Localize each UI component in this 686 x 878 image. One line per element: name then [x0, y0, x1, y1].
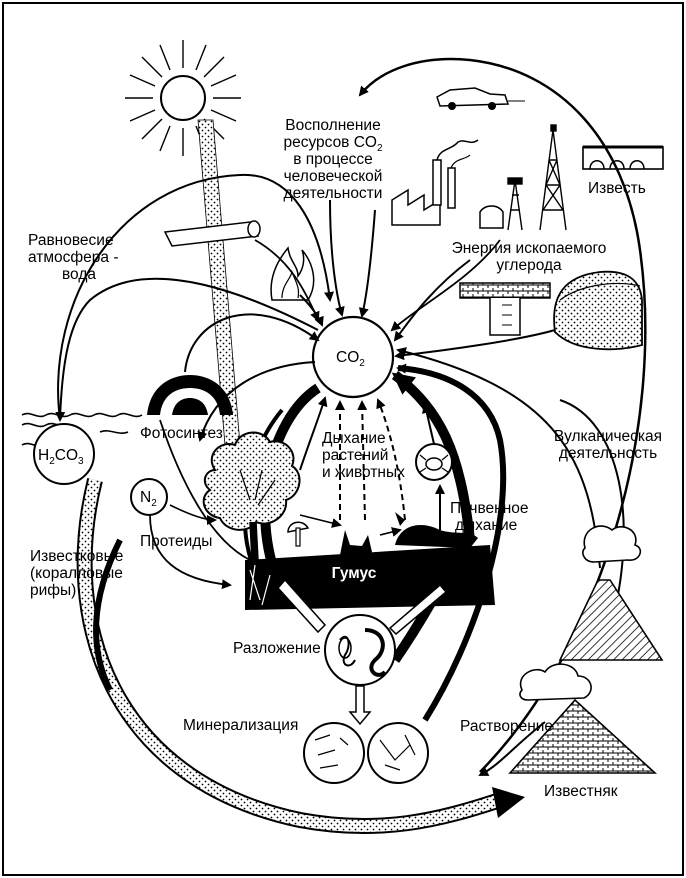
decomp-in-arrow-right — [388, 583, 448, 636]
tree-to-co2-arrow — [299, 396, 328, 471]
mushroom-icon — [287, 521, 310, 547]
volcanic-label: Вулканическая деятельность — [554, 428, 662, 462]
animal-to-animal-arrow — [379, 527, 402, 537]
svg-text:дыхание: дыхание — [455, 517, 517, 534]
limestone-label: Известняк — [544, 783, 618, 800]
humus-box: Гумус — [317, 560, 391, 584]
co2-to-photosynthesis-arrow — [197, 361, 316, 442]
volcano-icon — [558, 525, 664, 661]
lime-kiln-icon — [582, 145, 664, 170]
insect-to-co2-arrow — [421, 403, 435, 445]
human-to-co2-arrow-2 — [358, 209, 376, 318]
fallen-log-icon — [163, 220, 261, 247]
mound-to-co2-arrow — [184, 313, 320, 373]
h2co3-label: H2CO3 — [38, 447, 84, 467]
oil-derrick-icon — [507, 124, 567, 231]
svg-text:углерода: углерода — [496, 257, 562, 274]
n2-node: N2 — [130, 478, 168, 516]
svg-text:человеческой: человеческой — [284, 168, 383, 185]
svg-text:Дыхание: Дыхание — [322, 430, 386, 447]
car-icon — [436, 87, 525, 110]
factory-icon — [391, 139, 504, 229]
tree-to-animal-arrow — [299, 514, 342, 528]
soil-respiration-label: Почвенное дыхание — [450, 500, 529, 534]
equilibrium-label: Равновесие атмосфера - вода — [28, 232, 119, 283]
svg-text:рифы): рифы) — [30, 582, 76, 599]
svg-text:деятельности: деятельности — [284, 185, 383, 202]
svg-text:растений: растений — [322, 447, 388, 464]
industry-to-co2-arrow — [390, 239, 501, 332]
n2-label: N2 — [140, 489, 157, 509]
n2-to-tree-arrow — [169, 504, 217, 525]
photosynthesis-label: Фотосинтез — [140, 425, 223, 442]
sun-icon — [125, 40, 241, 156]
co2-node: CO2 — [311, 315, 395, 399]
fossil-strata-icon — [459, 282, 551, 336]
h2co3-node: H2CO3 — [33, 423, 95, 485]
co2-label: CO2 — [336, 349, 365, 369]
log-to-co2-arrow — [254, 239, 320, 322]
humus-label: Гумус — [332, 565, 377, 582]
svg-text:ресурсов CO2: ресурсов CO2 — [283, 134, 383, 154]
fossil-energy-label: Энергия ископаемого углерода — [452, 240, 607, 274]
respiration-arrow-3 — [376, 398, 406, 521]
svg-text:Равновесие: Равновесие — [28, 232, 114, 249]
dissolution-arrow — [478, 721, 546, 776]
decomp-to-mineral-arrow — [348, 685, 372, 726]
tree-icon — [202, 431, 301, 561]
water-to-co2-arc — [57, 173, 334, 421]
decomp-in-arrow-left — [276, 578, 327, 634]
organic-mound-icon — [147, 375, 233, 415]
svg-text:атмосфера -: атмосфера - — [28, 249, 119, 266]
soil-respiration-flow-arrow — [391, 371, 475, 541]
coal-to-co2-arrow — [394, 329, 556, 361]
calcareous-label: Известковые (коралловые рифы) — [30, 548, 123, 599]
lime-label: Известь — [588, 180, 646, 197]
reef-to-limestone-arrow-fill — [78, 478, 502, 833]
svg-text:в процессе: в процессе — [293, 151, 373, 168]
fire-to-co2-arrow — [299, 294, 324, 327]
coal-deposit-icon — [553, 270, 643, 351]
reef-dark-arc — [93, 538, 123, 692]
svg-text:Почвенное: Почвенное — [450, 500, 529, 517]
respiration-label: Дыхание растений и животных — [322, 430, 405, 481]
fossil-to-co2-arrow — [393, 259, 471, 342]
soil-insect-node — [415, 443, 453, 481]
reef-to-limestone-arrowhead — [492, 787, 525, 818]
mineralization-return-arrow — [396, 363, 507, 722]
svg-text:деятельность: деятельность — [559, 445, 657, 462]
proteins-label: Протеиды — [140, 533, 212, 550]
co2-to-water-arc — [55, 277, 319, 422]
mineralization-node — [303, 722, 429, 784]
svg-text:Известковые: Известковые — [30, 548, 123, 565]
dissolution-label: Растворение — [460, 718, 553, 735]
volcanic-aux-line — [559, 399, 625, 631]
n2-to-proteins-arrow — [149, 514, 232, 590]
limestone-icon — [508, 663, 658, 774]
svg-text:Восполнение: Восполнение — [285, 117, 380, 134]
svg-text:(коралловые: (коралловые — [30, 565, 123, 582]
mineralization-label: Минерализация — [183, 717, 298, 734]
decomposition-node — [324, 614, 396, 686]
animals-icon — [340, 512, 478, 560]
svg-text:Энергия ископаемого: Энергия ископаемого — [452, 240, 607, 257]
replenish-label: Восполнение ресурсов CO2 в процессе чело… — [283, 117, 383, 202]
human-to-co2-arrow-1 — [329, 199, 345, 317]
svg-text:и животных: и животных — [322, 464, 405, 481]
mound-link-line — [159, 419, 251, 561]
svg-text:Вулканическая: Вулканическая — [554, 428, 662, 445]
decomposition-label: Разложение — [233, 640, 321, 657]
svg-text:вода: вода — [62, 266, 96, 283]
